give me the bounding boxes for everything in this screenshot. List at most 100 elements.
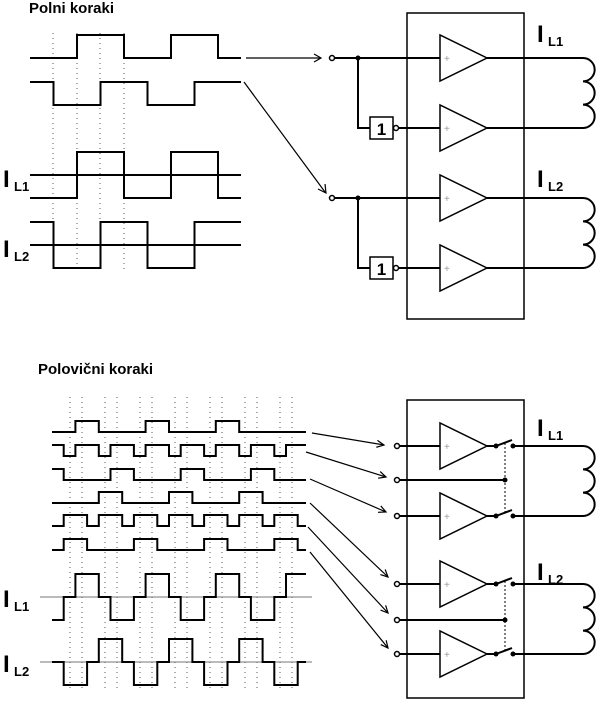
- switch-blade-icon: [495, 577, 513, 585]
- arrow-line: [307, 526, 389, 614]
- input-waveform-S4: [52, 491, 306, 504]
- inverter-label: 1: [377, 260, 386, 279]
- half-step-timing-grid: [69, 397, 293, 690]
- coil-label-sub: L2: [548, 572, 563, 587]
- amplifier-plus-sign: +: [444, 650, 450, 661]
- motor-coil-icon: [582, 197, 596, 269]
- coil-label: I: [537, 559, 544, 586]
- arrow-line: [243, 81, 326, 193]
- current-waveform-l2: [52, 638, 306, 686]
- svg-text:I: I: [3, 166, 10, 193]
- amplifier-plus-sign: +: [444, 512, 450, 523]
- svg-text:L2: L2: [14, 249, 29, 264]
- full-step-arrows: [243, 53, 327, 195]
- half-step-driver-box: [406, 399, 525, 699]
- enable-terminal: [393, 616, 401, 624]
- input-waveform-S3: [52, 468, 306, 481]
- amplifier-triangle: [439, 629, 489, 679]
- full-step-channel-2: 1 + + I L2: [328, 166, 596, 293]
- full-step-label-il1: I L1: [3, 166, 29, 194]
- half-step-label-il2: I L2: [3, 651, 29, 679]
- half-step-current-waveforms: [40, 573, 312, 686]
- half-step-label-il1: I L1: [3, 586, 29, 614]
- amplifier-triangle: [439, 491, 489, 541]
- coil-label-sub: L1: [548, 428, 563, 443]
- svg-text:I: I: [3, 236, 10, 263]
- arrow-head-icon: [376, 439, 386, 448]
- amplifier-triangle: [439, 173, 489, 223]
- input-waveform-A: [30, 34, 241, 59]
- enable-terminal: [393, 476, 401, 484]
- amplifier-triangle: [439, 33, 489, 83]
- input-terminal: [393, 580, 401, 588]
- half-step-input-waveforms: [52, 420, 306, 551]
- svg-text:L2: L2: [14, 664, 29, 679]
- inverter-bubble: [392, 264, 400, 272]
- wire: [357, 58, 370, 129]
- input-terminal: [328, 54, 336, 62]
- arrow-head-icon: [317, 183, 327, 195]
- amplifier-plus-sign: +: [444, 54, 450, 65]
- wire: [357, 198, 370, 269]
- arrow-line: [305, 451, 387, 478]
- arrow-line: [309, 551, 389, 649]
- arrow-head-icon: [377, 505, 388, 513]
- amplifier-plus-sign: +: [444, 580, 450, 591]
- inverter-bubble: [392, 124, 400, 132]
- amplifier-triangle: [439, 103, 489, 153]
- arrow-line: [311, 432, 385, 446]
- full-step-channels: 1 + + I L1 1 + + I L2: [328, 21, 596, 293]
- arrow-head-icon: [313, 53, 323, 63]
- coil-label: I: [537, 21, 544, 48]
- full-step-title: Polni koraki: [29, 0, 114, 17]
- svg-text:I: I: [3, 651, 10, 678]
- inverter-label: 1: [377, 120, 386, 139]
- full-step-channel-1: 1 + + I L1: [328, 21, 596, 153]
- coil-label: I: [537, 166, 544, 193]
- arrow-head-icon: [380, 640, 389, 650]
- arrow-head-icon: [380, 569, 390, 578]
- motor-coil-icon: [582, 583, 596, 655]
- amplifier-plus-sign: +: [444, 264, 450, 275]
- arrow-line: [309, 478, 387, 513]
- full-step-input-waveforms: [30, 34, 241, 106]
- coil-label-sub: L1: [548, 34, 563, 49]
- junction-dot: [502, 617, 508, 623]
- input-waveform-S5: [52, 514, 306, 527]
- input-waveform-S2: [52, 444, 306, 457]
- amplifier-plus-sign: +: [444, 442, 450, 453]
- coil-label-sub: L2: [548, 179, 563, 194]
- current-waveform-l1: [30, 151, 241, 199]
- svg-text:I: I: [3, 586, 10, 613]
- half-step-channel-2: + + I L2: [393, 559, 596, 679]
- motor-coil-icon: [582, 445, 596, 517]
- input-terminal: [328, 194, 336, 202]
- input-waveform-S1: [52, 420, 306, 433]
- switch-blade-icon: [495, 509, 513, 517]
- amplifier-plus-sign: +: [444, 194, 450, 205]
- full-step-label-il2: I L2: [3, 236, 29, 264]
- half-step-title: Polovični koraki: [38, 361, 153, 378]
- amplifier-triangle: [439, 243, 489, 293]
- amplifier-triangle: [439, 421, 489, 471]
- input-waveform-B: [30, 81, 241, 106]
- amplifier-plus-sign: +: [444, 124, 450, 135]
- full-step-driver-box: [406, 12, 525, 320]
- motor-coil-icon: [582, 57, 596, 129]
- amplifier-triangle: [439, 559, 489, 609]
- arrow-head-icon: [380, 605, 389, 615]
- input-terminal: [393, 650, 401, 658]
- half-step-arrows: [305, 432, 390, 650]
- svg-text:L1: L1: [14, 179, 29, 194]
- full-step-current-waveforms: [30, 151, 241, 269]
- switch-blade-icon: [495, 439, 513, 447]
- switch-blade-icon: [495, 647, 513, 655]
- input-terminal: [393, 442, 401, 450]
- current-waveform-l1: [52, 573, 306, 621]
- coil-label: I: [537, 415, 544, 442]
- arrow-head-icon: [377, 471, 388, 479]
- input-terminal: [393, 512, 401, 520]
- half-step-channel-1: + + I L1: [393, 415, 596, 541]
- half-step-channels: + + I L1 + + I L2: [393, 415, 596, 679]
